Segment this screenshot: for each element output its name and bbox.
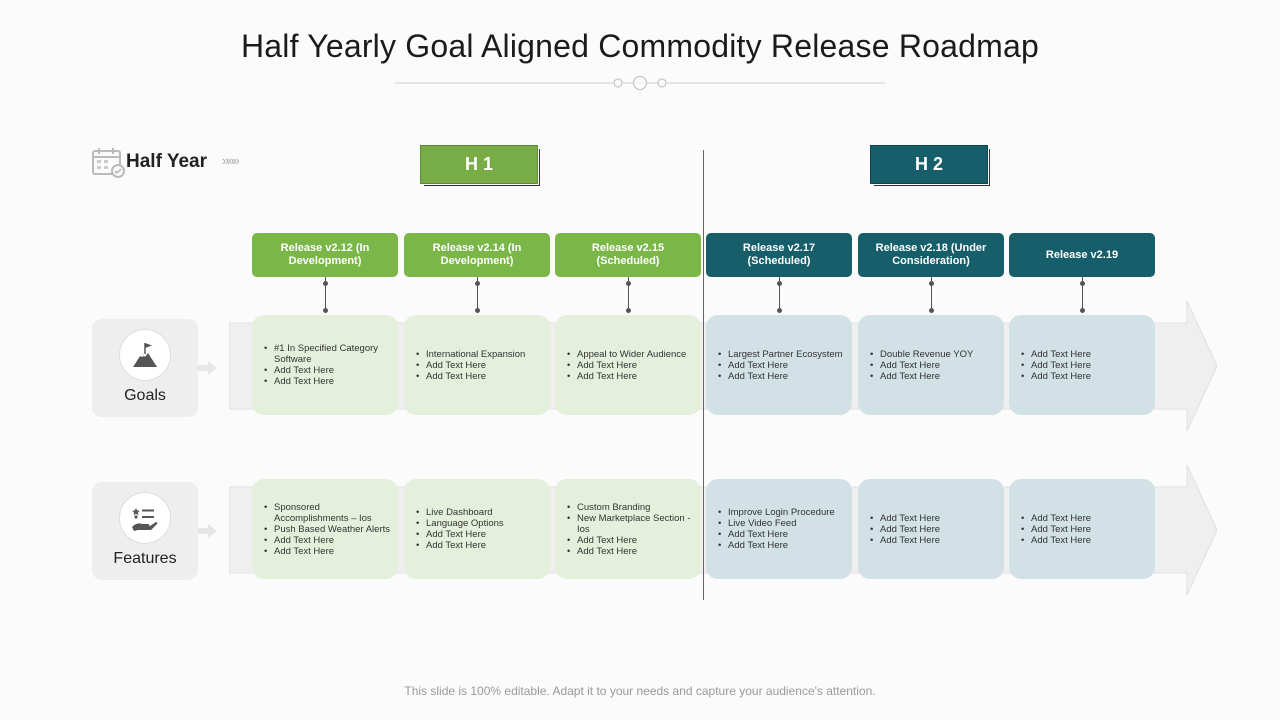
bullet-item: Add Text Here [567,535,693,546]
bullet-item: #1 In Specified Category Software [264,343,390,365]
bullet-item: Live Dashboard [416,507,542,518]
feature-card: Add Text HereAdd Text HereAdd Text Here [858,479,1004,579]
bullet-item: Add Text Here [718,540,844,551]
h1-header: H 1 [420,145,538,184]
features-label: Features [113,550,177,567]
goals-label: Goals [124,387,166,404]
bullet-item: Sponsored Accomplishments – Ios [264,502,390,524]
bullet-item: New Marketplace Section -Ios [567,513,693,535]
bullet-item: Add Text Here [264,546,390,557]
release-header: Release v2.17 (Scheduled) [706,233,852,277]
h2-header: H 2 [870,145,988,184]
feature-card: Improve Login ProcedureLive Video FeedAd… [706,479,852,579]
goal-card: Appeal to Wider AudienceAdd Text HereAdd… [555,315,701,415]
bullet-item: Add Text Here [1021,360,1147,371]
bullet-item: Add Text Here [1021,524,1147,535]
connector [929,277,934,313]
release-header: Release v2.19 [1009,233,1155,277]
bullet-item: Add Text Here [870,513,996,524]
hand-list-icon [119,492,171,544]
goal-card: International ExpansionAdd Text HereAdd … [404,315,550,415]
bullet-item: Add Text Here [416,529,542,540]
features-arrow-icon [198,524,217,538]
feature-card: Custom BrandingNew Marketplace Section -… [555,479,701,579]
connector [626,277,631,313]
bullet-item: International Expansion [416,349,542,360]
goal-card: #1 In Specified Category SoftwareAdd Tex… [252,315,398,415]
goal-card: Largest Partner EcosystemAdd Text HereAd… [706,315,852,415]
bullet-item: Add Text Here [416,540,542,551]
bullet-item: Double Revenue YOY [870,349,996,360]
bullet-item: Improve Login Procedure [718,507,844,518]
calendar-icon [92,148,125,178]
bullet-item: Add Text Here [870,535,996,546]
bullet-item: Add Text Here [1021,513,1147,524]
bullet-item: Add Text Here [567,546,693,557]
bullet-item: Add Text Here [870,524,996,535]
connector [777,277,782,313]
bullet-item: Add Text Here [718,360,844,371]
bullet-item: Add Text Here [870,371,996,382]
mountain-flag-icon [119,329,171,381]
bullet-item: Language Options [416,518,542,529]
feature-card: Add Text HereAdd Text HereAdd Text Here [1009,479,1155,579]
goals-row-label: Goals [92,319,198,417]
goals-arrow-icon [198,361,217,375]
features-row-label: Features [92,482,198,580]
chevrons-icon: »»» [222,153,240,168]
feature-card: Live DashboardLanguage OptionsAdd Text H… [404,479,550,579]
bullet-item: Custom Branding [567,502,693,513]
bullet-item: Add Text Here [567,360,693,371]
goal-card: Double Revenue YOYAdd Text HereAdd Text … [858,315,1004,415]
release-header: Release v2.18 (Under Consideration) [858,233,1004,277]
goal-card: Add Text HereAdd Text HereAdd Text Here [1009,315,1155,415]
feature-card: Sponsored Accomplishments – IosPush Base… [252,479,398,579]
bullet-item: Add Text Here [870,360,996,371]
bullet-item: Add Text Here [264,535,390,546]
bullet-item: Add Text Here [416,371,542,382]
slide-title: Half Yearly Goal Aligned Commodity Relea… [241,28,1039,64]
release-header: Release v2.14 (In Development) [404,233,550,277]
bullet-item: Add Text Here [1021,371,1147,382]
bullet-item: Appeal to Wider Audience [567,349,693,360]
bullet-item: Largest Partner Ecosystem [718,349,844,360]
half-divider [703,150,704,600]
release-header: Release v2.12 (In Development) [252,233,398,277]
footnote: This slide is 100% editable. Adapt it to… [404,684,876,698]
half-year-label: Half Year [126,151,207,172]
bullet-item: Live Video Feed [718,518,844,529]
bullet-item: Add Text Here [264,376,390,387]
title-ornament [395,76,885,90]
connector [323,277,328,313]
bullet-item: Add Text Here [1021,535,1147,546]
release-header: Release v2.15 (Scheduled) [555,233,701,277]
bullet-item: Add Text Here [1021,349,1147,360]
connector [1080,277,1085,313]
bullet-item: Add Text Here [718,371,844,382]
bullet-item: Add Text Here [416,360,542,371]
connector [475,277,480,313]
bullet-item: Add Text Here [567,371,693,382]
bullet-item: Add Text Here [264,365,390,376]
bullet-item: Add Text Here [718,529,844,540]
bullet-item: Push Based Weather Alerts [264,524,390,535]
